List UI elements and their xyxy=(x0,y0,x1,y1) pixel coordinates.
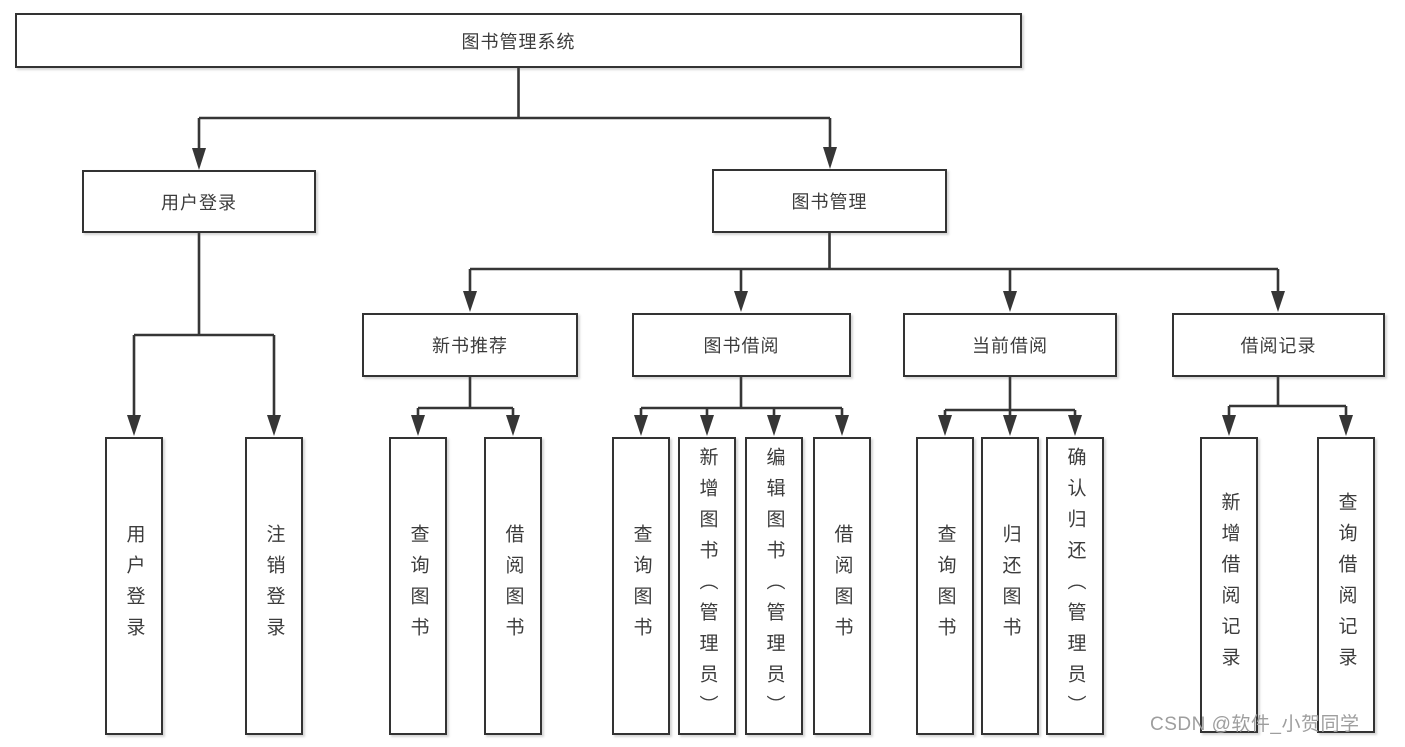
node-library-management-system: 图书管理系统 xyxy=(15,13,1022,68)
leaf-borrowing-edit-books-admin: 编辑图书（管理员） xyxy=(745,437,803,735)
leaf-label: 用户登录 xyxy=(123,524,145,648)
arrowheads xyxy=(127,147,1353,436)
node-borrowing-records: 借阅记录 xyxy=(1172,313,1385,377)
leaf-label: 新增借阅记录 xyxy=(1218,492,1240,678)
node-label: 当前借阅 xyxy=(972,336,1048,356)
node-label: 图书管理 xyxy=(791,192,868,212)
leaf-label: 借阅图书 xyxy=(502,524,524,648)
connector-lines xyxy=(132,68,1348,417)
node-book-management: 图书管理 xyxy=(712,169,947,233)
leaf-borrowing-borrow-books: 借阅图书 xyxy=(813,437,871,735)
leaf-borrowing-add-books-admin: 新增图书（管理员） xyxy=(678,437,736,735)
node-label: 用户登录 xyxy=(161,192,237,213)
leaf-label: 确认归还（管理员） xyxy=(1064,446,1086,726)
leaf-label: 查询借阅记录 xyxy=(1335,492,1357,678)
node-user-login: 用户登录 xyxy=(82,170,316,233)
leaf-label: 查询图书 xyxy=(934,524,956,648)
leaf-label: 编辑图书（管理员） xyxy=(763,446,785,726)
leaf-borrowing-query-books: 查询图书 xyxy=(612,437,670,735)
node-label: 借阅记录 xyxy=(1240,336,1317,356)
leaf-current-confirm-return-admin: 确认归还（管理员） xyxy=(1046,437,1104,735)
leaf-label: 新增图书（管理员） xyxy=(696,446,718,726)
leaf-user-login: 用户登录 xyxy=(105,437,163,735)
leaf-records-query-record: 查询借阅记录 xyxy=(1317,437,1375,733)
leaf-current-return-books: 归还图书 xyxy=(981,437,1039,735)
leaf-label: 归还图书 xyxy=(999,524,1021,648)
leaf-current-query-books: 查询图书 xyxy=(916,437,974,735)
csdn-watermark: CSDN @软件_小贺同学 xyxy=(1150,714,1360,735)
node-label: 图书管理系统 xyxy=(461,31,576,52)
leaf-recommend-query-books: 查询图书 xyxy=(389,437,447,735)
leaf-label: 查询图书 xyxy=(407,524,429,648)
leaf-label: 借阅图书 xyxy=(831,524,853,648)
node-label: 新书推荐 xyxy=(432,336,508,356)
leaf-label: 注销登录 xyxy=(263,524,285,648)
node-label: 图书借阅 xyxy=(703,336,780,356)
leaf-logout-login: 注销登录 xyxy=(245,437,303,735)
node-new-book-recommend: 新书推荐 xyxy=(362,313,578,377)
leaf-recommend-borrow-books: 借阅图书 xyxy=(484,437,542,735)
leaf-records-add-record: 新增借阅记录 xyxy=(1200,437,1258,733)
node-current-borrowing: 当前借阅 xyxy=(903,313,1117,377)
node-book-borrowing: 图书借阅 xyxy=(632,313,851,377)
leaf-label: 查询图书 xyxy=(630,524,652,648)
